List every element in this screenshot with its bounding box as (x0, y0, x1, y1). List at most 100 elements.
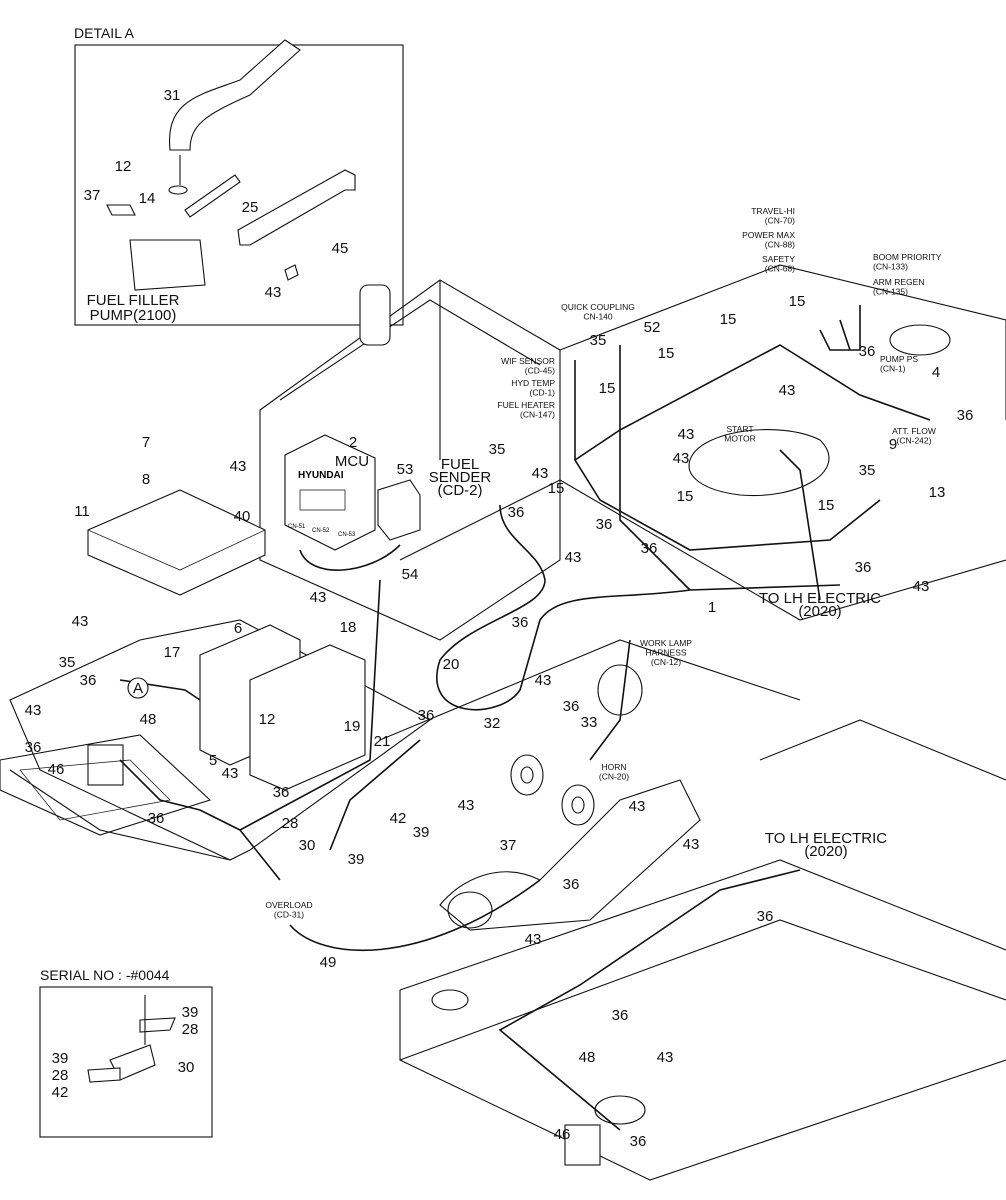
connector-label: (CD-45) (525, 366, 555, 376)
mcu-connector-label: CN-51 (288, 524, 306, 530)
part-callout: 36 (957, 407, 974, 424)
part-callout: 15 (720, 311, 737, 328)
part-callout: 42 (52, 1084, 69, 1101)
connector-label: WORK LAMP (640, 638, 692, 648)
part-callout: 12 (115, 158, 132, 175)
part-callout: 36 (563, 698, 580, 715)
step-plate (19, 759, 171, 821)
connector-label: (2020) (798, 603, 841, 620)
connector-label: (2020) (804, 843, 847, 860)
part-callout: 43 (230, 458, 247, 475)
mcu-connector-label: CN-53 (338, 532, 356, 538)
part-callout: 35 (59, 654, 76, 671)
connector-label: HYD TEMP (511, 378, 555, 388)
part-callout: 9 (889, 436, 897, 453)
connector-label: (CN-133) (873, 262, 908, 272)
part-callout: 39 (182, 1004, 199, 1021)
part-callout: 17 (164, 644, 181, 661)
part-callout: 40 (234, 508, 251, 525)
connector-label: FUEL HEATER (497, 400, 555, 410)
part-callout: 43 (535, 672, 552, 689)
part-callout: 48 (579, 1049, 596, 1066)
connector-label: HARNESS (645, 648, 686, 658)
connector-label: (CD-1) (530, 388, 556, 398)
connector-label: MCU (335, 453, 369, 470)
part-callout: 15 (548, 480, 565, 497)
part-callout: 35 (489, 441, 506, 458)
part-callout: 31 (164, 87, 181, 104)
part-callout: 36 (80, 672, 97, 689)
part-callout: 46 (48, 761, 65, 778)
part-callout: 36 (855, 559, 872, 576)
connector-label: (CD-2) (438, 482, 483, 499)
part-callout: 52 (644, 319, 661, 336)
connector-label: (CN-135) (873, 287, 908, 297)
part-callout: 48 (140, 711, 157, 728)
part-callout: 36 (630, 1133, 647, 1150)
detail-a-marker-label: A (133, 680, 143, 697)
fuel-filler-tube (359, 284, 391, 346)
connector-label: MOTOR (724, 434, 755, 444)
part-callout: 36 (859, 343, 876, 360)
part-callout: 36 (418, 707, 435, 724)
connector-label: (CN-70) (765, 216, 795, 226)
part-callout: 25 (242, 199, 259, 216)
part-callout: 39 (413, 824, 430, 841)
detail-a-panel: DETAIL A (74, 25, 404, 326)
part-callout: 43 (265, 284, 282, 301)
connector-label: PUMP PS (880, 354, 918, 364)
connector-label: TRAVEL-HI (751, 206, 795, 216)
connector-label: OVERLOAD (265, 900, 312, 910)
part-callout: 35 (590, 332, 607, 349)
part-callout: 7 (142, 434, 150, 451)
part-callout: 43 (779, 382, 796, 399)
part-callout: 8 (142, 471, 150, 488)
connector-label: (CN-242) (897, 436, 932, 446)
connector-label: (CD-31) (274, 910, 304, 920)
part-callout: 36 (25, 739, 42, 756)
part-callout: 21 (374, 733, 391, 750)
part-callout: 28 (52, 1067, 69, 1084)
mcu-brand: HYUNDAI (298, 470, 344, 481)
part-callout: 49 (320, 954, 337, 971)
part-callout: 12 (259, 711, 276, 728)
part-callout: 53 (397, 461, 414, 478)
connector-label: QUICK COUPLING (561, 302, 635, 312)
connector-label: (CN-20) (599, 772, 629, 782)
part-callout: 43 (913, 578, 930, 595)
connector-label: START (726, 424, 753, 434)
connector-label: TO LH ELECTRIC (759, 590, 881, 607)
detail-a-title: DETAIL A (74, 25, 135, 41)
part-callout: 15 (658, 345, 675, 362)
part-callout: 43 (532, 465, 549, 482)
part-callout: 36 (612, 1007, 629, 1024)
part-callout: 36 (641, 540, 658, 557)
part-callout: 30 (299, 837, 316, 854)
detail-caption: FUEL FILLER (87, 292, 180, 309)
connector-label: CN-140 (583, 312, 613, 322)
detail-caption: PUMP(2100) (90, 307, 177, 324)
connector-label: ATT. FLOW (892, 426, 936, 436)
detail-a-marker (127, 677, 149, 699)
part-callout: 39 (52, 1050, 69, 1067)
part-callout: 36 (757, 908, 774, 925)
connector-label: (CN-88) (765, 240, 795, 250)
part-callout: 32 (484, 715, 501, 732)
connector-label: SAFETY (762, 254, 795, 264)
part-callout: 43 (72, 613, 89, 630)
connector-label: (CN-147) (520, 410, 555, 420)
connector-label: POWER MAX (742, 230, 795, 240)
part-callout: 43 (565, 549, 582, 566)
part-callout: 28 (182, 1021, 199, 1038)
part-callout: 43 (525, 931, 542, 948)
part-callout: 36 (508, 504, 525, 521)
part-callout: 15 (818, 497, 835, 514)
part-callout: 35 (859, 462, 876, 479)
part-callout: 43 (657, 1049, 674, 1066)
part-callout: 1 (708, 599, 716, 616)
mcu-unit: HYUNDAI CN-51 CN-52 CN-53 (284, 434, 376, 551)
wiring-harness (119, 305, 931, 1131)
part-callout: 54 (402, 566, 419, 583)
part-callout: 4 (932, 364, 940, 381)
